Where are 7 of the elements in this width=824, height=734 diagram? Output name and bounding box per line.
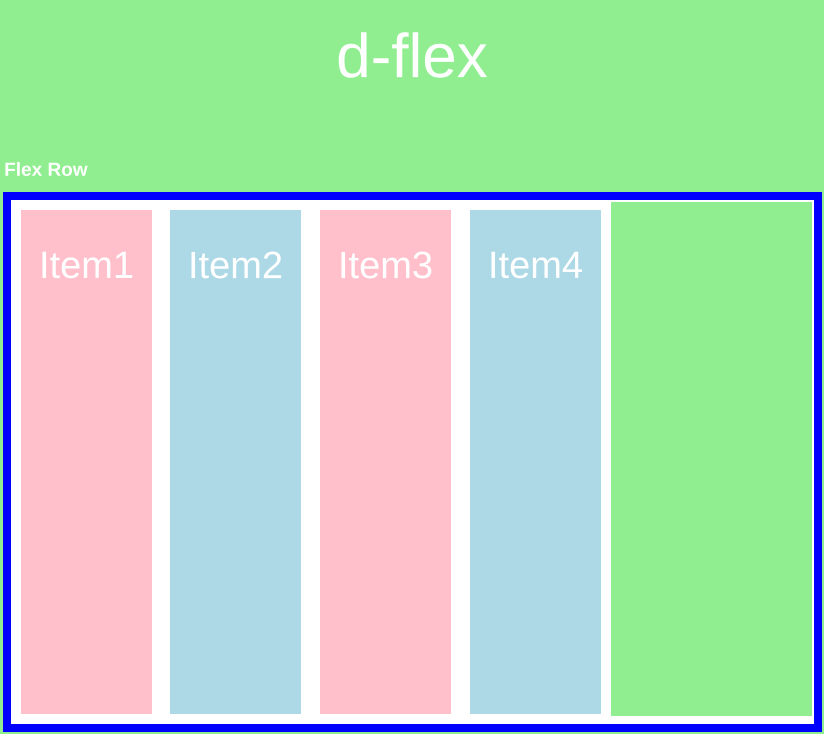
node-label: Flex Row	[5, 162, 88, 176]
item-box: Item1	[21, 210, 152, 714]
item-box: Item2	[170, 210, 301, 714]
empty-area	[611, 202, 812, 716]
title: d-flex	[338, 32, 488, 78]
item-box: Item4	[470, 210, 601, 714]
item-box: Item3	[320, 210, 451, 714]
